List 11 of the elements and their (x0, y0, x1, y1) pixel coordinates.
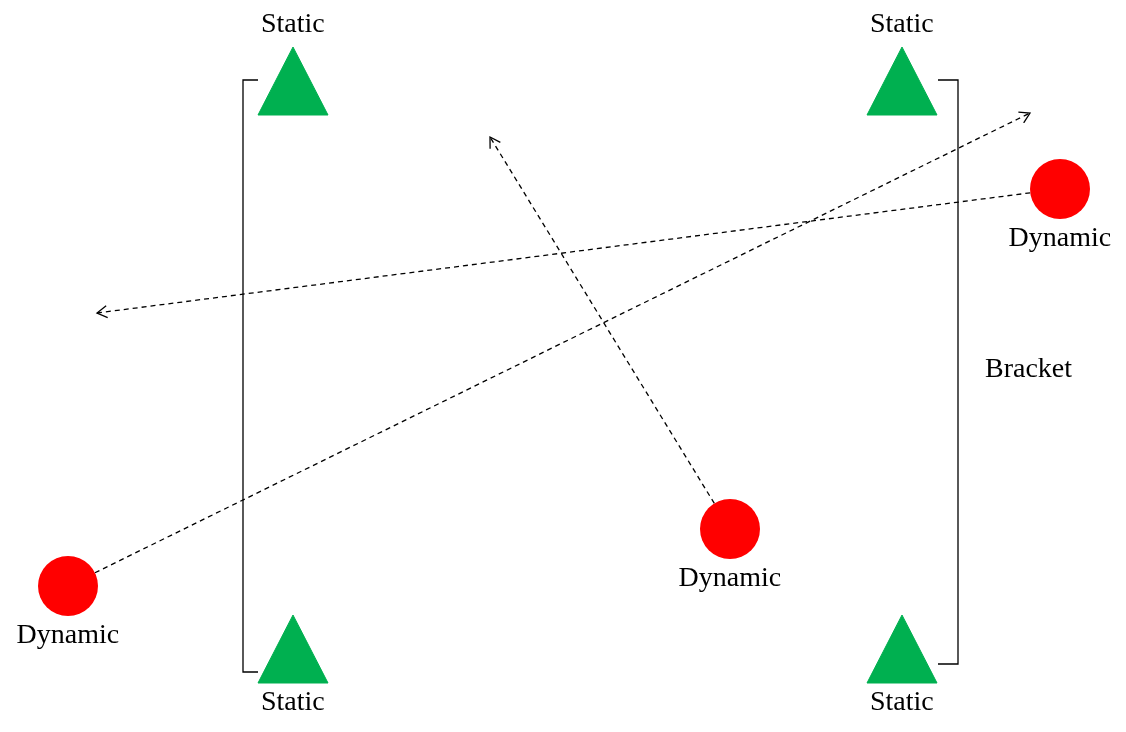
node-label: Static (870, 7, 934, 39)
node-label: Static (261, 685, 325, 717)
node-label: Dynamic (1008, 221, 1112, 253)
arrow (94, 111, 1031, 574)
node-label: Static (261, 7, 325, 39)
arrow (96, 192, 1031, 319)
node-label: Dynamic (16, 618, 120, 650)
node-label: Dynamic (678, 561, 782, 593)
node-label: Static (870, 685, 934, 717)
bracket-label: Bracket (985, 352, 1073, 384)
arrow (489, 136, 715, 505)
